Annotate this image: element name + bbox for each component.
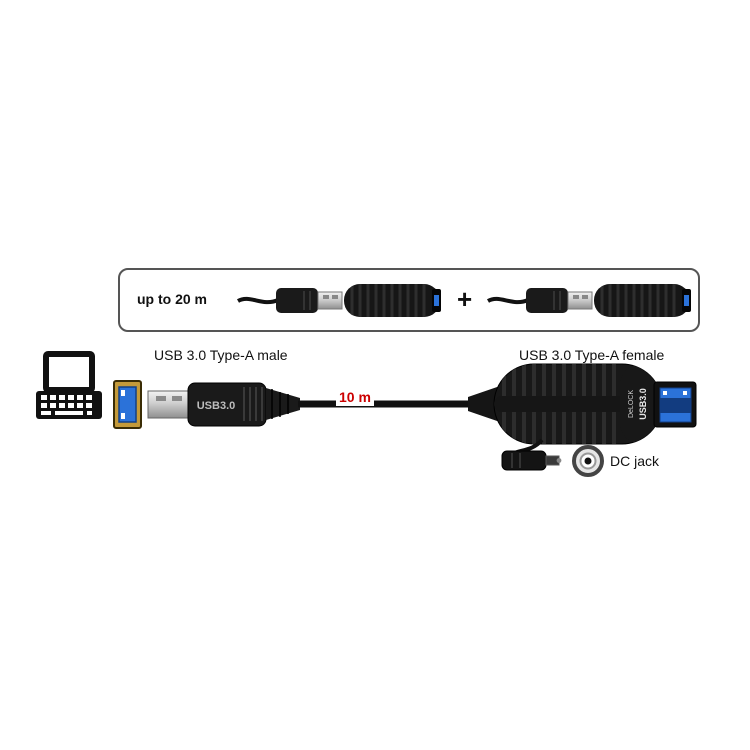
mini-cable-icon [486,296,529,305]
mini-cable-assembly-1 [236,284,441,317]
mini-usb-plug-icon [276,288,318,313]
usb-male-tip-icon [147,390,191,419]
female-connector-label: USB 3.0 Type-A female [519,347,665,363]
dc-jack-label: DC jack [610,453,660,469]
laptop-icon [36,351,102,419]
adapter-cable-boot [468,386,500,422]
mini-usb-tip-icon [567,291,593,310]
mini-adapter-icon [344,284,441,317]
usb-male-connector: USB3.0 [147,382,300,427]
extension-adapter: DeLOCK USB3.0 [468,363,697,445]
mini-usb-plug-icon [526,288,568,313]
dc-pigtail [501,438,562,471]
strain-relief [266,388,300,420]
mini-cable-assembly-2 [486,284,691,317]
dc-plug-icon [501,450,562,471]
mini-adapter-icon [594,284,691,317]
plus-sign: + [457,284,473,314]
usb-male-print: USB3.0 [197,400,236,412]
laptop-usb-port-icon [113,380,142,429]
dc-jack-icon [572,445,604,477]
male-connector-label: USB 3.0 Type-A male [154,347,288,363]
mini-usb-tip-icon [317,291,343,310]
cable-length-label: 10 m [336,389,374,406]
adapter-print: USB3.0 [638,388,648,420]
spec-box-length-label: up to 20 m [137,291,208,307]
usb-female-port-icon [653,381,697,428]
adapter-brand-print: DeLOCK [628,390,635,418]
mini-cable-icon [236,296,279,305]
